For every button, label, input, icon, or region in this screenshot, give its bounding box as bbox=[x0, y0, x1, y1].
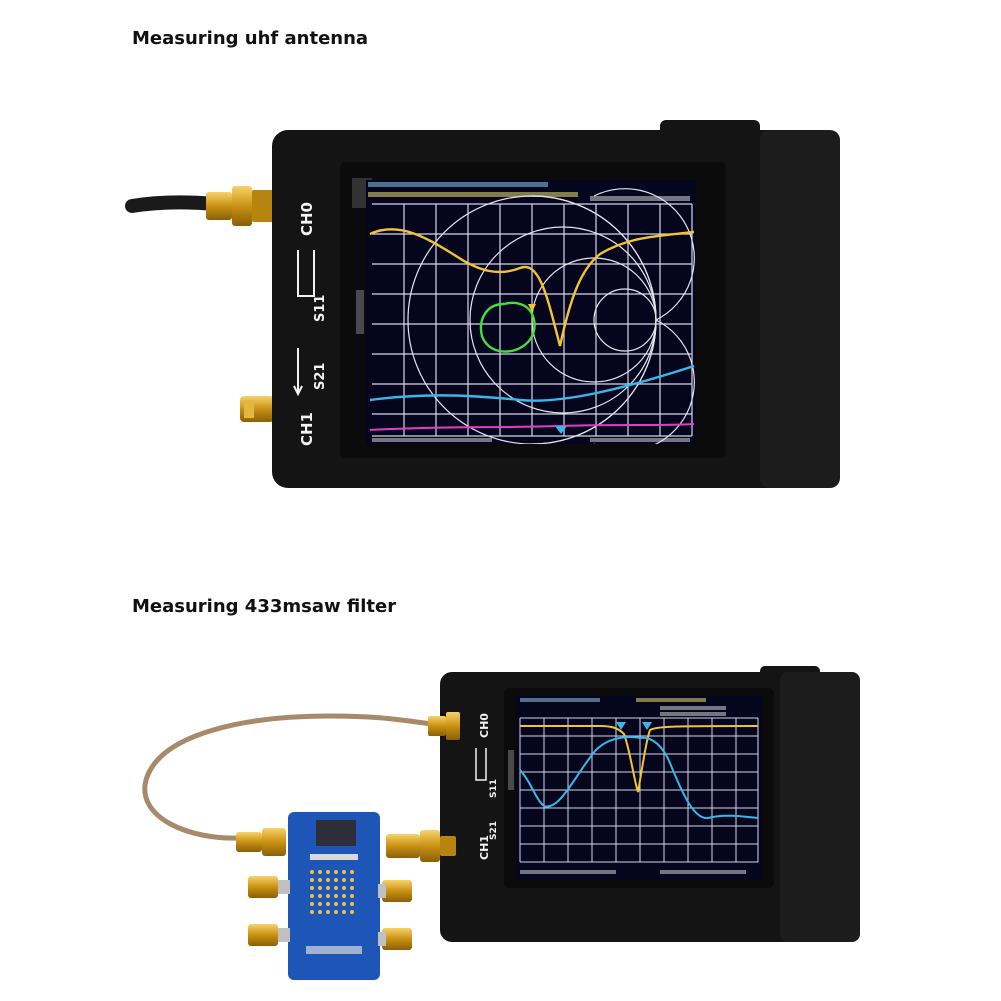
caption-uhf-antenna: Measuring uhf antenna bbox=[132, 28, 369, 49]
sma-connector-icon bbox=[240, 396, 274, 422]
triangle-marker-icon bbox=[642, 722, 652, 730]
ch1-label: CH1 bbox=[478, 835, 491, 860]
yellow-trace bbox=[520, 725, 759, 793]
logmag-screen bbox=[516, 696, 762, 880]
nanovna-device-smith-chart: CH0 S11 S21 CH1 bbox=[125, 120, 840, 488]
port-arrow-icon bbox=[475, 748, 487, 781]
triangle-marker-icon bbox=[555, 426, 567, 434]
sma-connector-icon bbox=[428, 712, 460, 740]
battery-section bbox=[760, 130, 840, 488]
saw-filter-test-board bbox=[236, 812, 456, 980]
caption-saw-filter: Measuring 433msaw filter bbox=[132, 596, 397, 617]
cyan-trace bbox=[369, 364, 695, 402]
yellow-trace bbox=[369, 228, 695, 347]
triangle-marker-icon bbox=[616, 722, 626, 730]
nanovna-device-logmag: CH0 S11 S21 CH1 bbox=[142, 666, 860, 980]
ch1-label: CH1 bbox=[298, 412, 316, 446]
ch0-label: CH0 bbox=[298, 202, 316, 236]
s11-label: S11 bbox=[489, 779, 499, 798]
port-arrow-icon bbox=[297, 250, 315, 297]
coax-cable bbox=[125, 195, 221, 213]
sma-connector-icon bbox=[206, 186, 274, 226]
side-menu-strip bbox=[508, 750, 514, 790]
triangle-marker-icon bbox=[528, 304, 536, 312]
battery-section bbox=[780, 672, 860, 942]
s21-label: S21 bbox=[313, 363, 328, 390]
s11-label: S11 bbox=[313, 295, 328, 322]
cyan-trace bbox=[519, 736, 759, 820]
s21-label: S21 bbox=[489, 821, 499, 840]
ch0-label: CH0 bbox=[478, 713, 491, 738]
smith-chart-screen bbox=[366, 180, 696, 444]
side-menu-strip bbox=[356, 290, 364, 334]
coax-cable bbox=[142, 713, 433, 841]
green-trace bbox=[479, 301, 536, 353]
